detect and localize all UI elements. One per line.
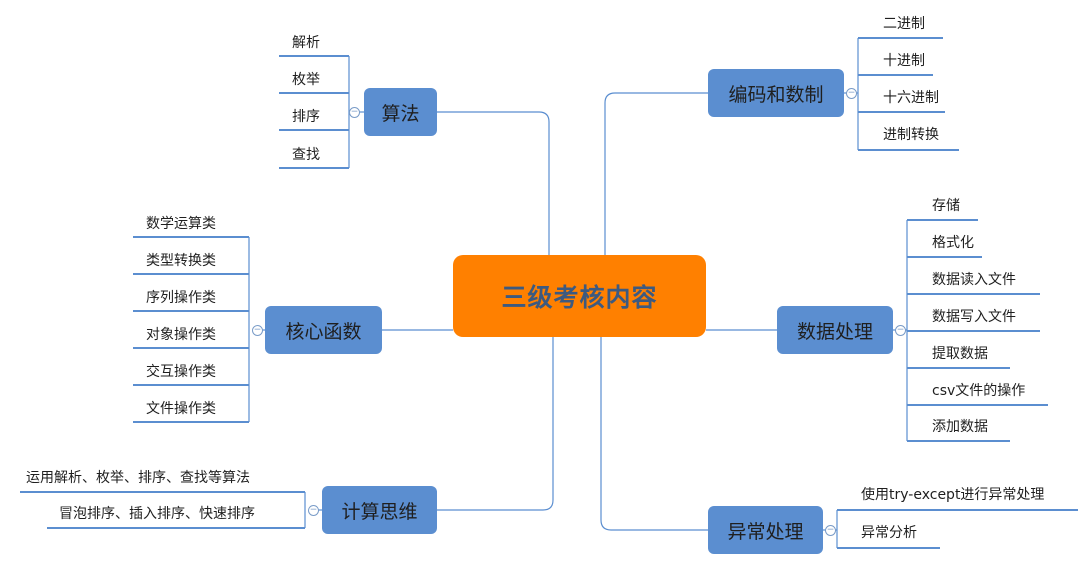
leaf-algorithm-parse[interactable]: 解析 bbox=[292, 35, 320, 51]
branch-encoding[interactable]: 编码和数制 bbox=[708, 69, 844, 117]
collapse-toggle-icon[interactable]: − bbox=[252, 325, 263, 336]
leaf-data-format[interactable]: 格式化 bbox=[932, 235, 974, 251]
leaf-data-csv[interactable]: csv文件的操作 bbox=[932, 383, 1026, 399]
leaf-core-interact[interactable]: 交互操作类 bbox=[146, 364, 216, 380]
leaf-data-storage[interactable]: 存储 bbox=[932, 198, 960, 214]
branch-algorithm[interactable]: 算法 bbox=[364, 88, 437, 136]
collapse-toggle-icon[interactable]: − bbox=[349, 107, 360, 118]
leaf-core-sequence[interactable]: 序列操作类 bbox=[146, 290, 216, 306]
leaf-algorithm-search[interactable]: 查找 bbox=[292, 147, 320, 163]
leaf-encoding-decimal[interactable]: 十进制 bbox=[883, 53, 925, 69]
leaf-data-extract[interactable]: 提取数据 bbox=[932, 346, 988, 362]
leaf-exception-try[interactable]: 使用try-except进行异常处理 bbox=[861, 487, 1045, 503]
leaf-encoding-convert[interactable]: 进制转换 bbox=[883, 127, 939, 143]
leaf-algorithm-enumerate[interactable]: 枚举 bbox=[292, 72, 320, 88]
collapse-toggle-icon[interactable]: − bbox=[308, 505, 319, 516]
branch-exception[interactable]: 异常处理 bbox=[708, 506, 823, 554]
branch-data-processing[interactable]: 数据处理 bbox=[777, 306, 893, 354]
collapse-toggle-icon[interactable]: − bbox=[825, 525, 836, 536]
leaf-algorithm-sort[interactable]: 排序 bbox=[292, 109, 320, 125]
branch-core-functions[interactable]: 核心函数 bbox=[265, 306, 382, 354]
leaf-encoding-binary[interactable]: 二进制 bbox=[883, 16, 925, 32]
leaf-data-write[interactable]: 数据写入文件 bbox=[932, 309, 1016, 325]
leaf-data-add[interactable]: 添加数据 bbox=[932, 419, 988, 435]
leaf-core-object[interactable]: 对象操作类 bbox=[146, 327, 216, 343]
collapse-toggle-icon[interactable]: − bbox=[895, 325, 906, 336]
leaf-data-read[interactable]: 数据读入文件 bbox=[932, 272, 1016, 288]
leaf-core-math[interactable]: 数学运算类 bbox=[146, 216, 216, 232]
branch-computational-thinking[interactable]: 计算思维 bbox=[322, 486, 437, 534]
leaf-thinking-sorts[interactable]: 冒泡排序、插入排序、快速排序 bbox=[59, 506, 255, 522]
leaf-core-typeconv[interactable]: 类型转换类 bbox=[146, 253, 216, 269]
leaf-thinking-algorithms[interactable]: 运用解析、枚举、排序、查找等算法 bbox=[26, 470, 250, 486]
leaf-core-file[interactable]: 文件操作类 bbox=[146, 401, 216, 417]
leaf-exception-analysis[interactable]: 异常分析 bbox=[861, 525, 917, 541]
root-topic[interactable]: 三级考核内容 bbox=[453, 255, 706, 337]
leaf-encoding-hex[interactable]: 十六进制 bbox=[883, 90, 939, 106]
collapse-toggle-icon[interactable]: − bbox=[846, 88, 857, 99]
